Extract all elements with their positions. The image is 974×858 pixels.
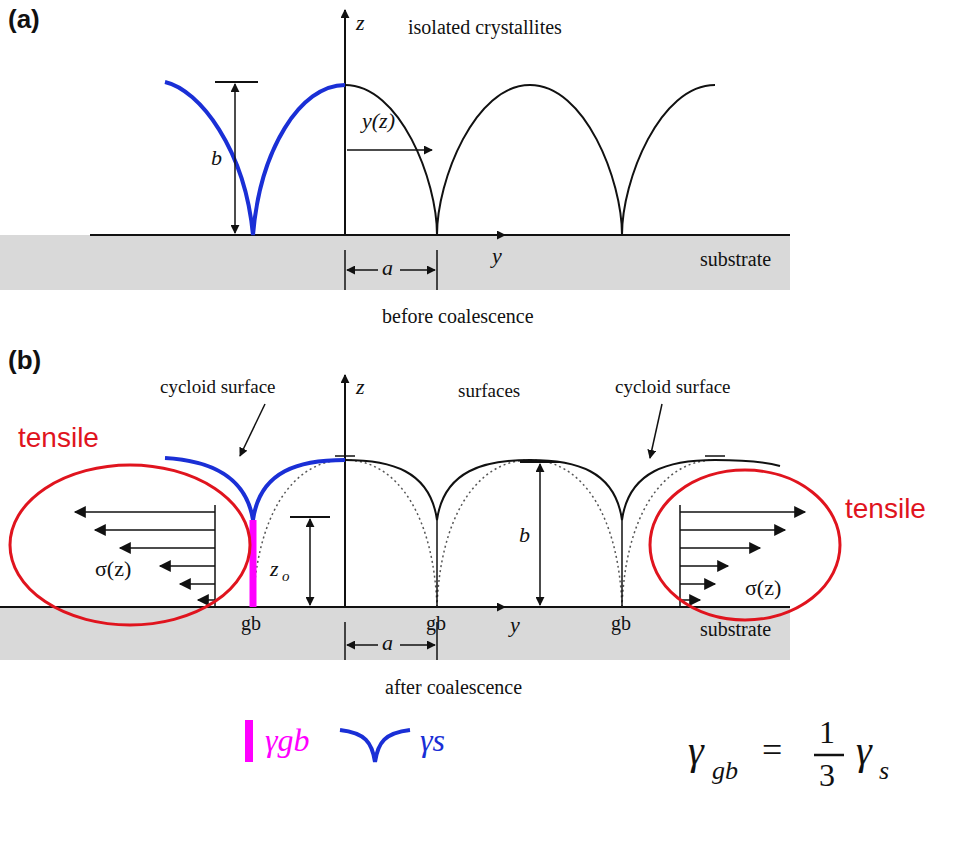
panel-label: (b) — [8, 346, 41, 376]
region-label: substrate — [700, 248, 771, 271]
boundary-label: gb — [241, 612, 261, 635]
axis-label: y — [510, 612, 520, 637]
panel-caption: after coalescence — [385, 676, 522, 699]
boundary-label: gb — [611, 612, 631, 635]
fraction-number: 3 — [819, 757, 835, 794]
axis-label: z — [356, 374, 365, 399]
subscript: o — [282, 568, 290, 585]
stress-label: σ(z) — [745, 575, 781, 600]
panel-caption: before coalescence — [382, 305, 534, 328]
legend-text: γgb — [265, 722, 310, 759]
dimension-label: b — [519, 522, 530, 547]
part-label: surfaces — [458, 380, 520, 402]
legend-swatch — [245, 720, 253, 762]
equation-symbol: γ — [688, 728, 704, 774]
part-label: cycloid surface — [160, 376, 276, 398]
subscript: s — [879, 756, 889, 786]
subscript: gb — [712, 756, 738, 786]
panel-label: (a) — [8, 5, 40, 35]
stress-note: tensile — [845, 493, 926, 525]
part-label: cycloid surface — [615, 376, 731, 398]
dimension-label: a — [382, 630, 393, 655]
legend-text: γs — [420, 722, 445, 759]
fraction-number: 1 — [819, 714, 835, 751]
region-label: substrate — [700, 618, 771, 641]
dimension-label: y(z) — [362, 108, 395, 133]
equation-symbol: γ — [856, 728, 872, 774]
panel-note: isolated crystallites — [408, 16, 562, 39]
boundary-label: gb — [426, 612, 446, 635]
dimension-label: z — [270, 556, 279, 581]
axis-label: z — [356, 10, 365, 35]
stress-note: tensile — [18, 422, 99, 454]
dimension-label: a — [382, 255, 393, 280]
equation-sign: = — [762, 730, 782, 771]
stress-label: σ(z) — [95, 556, 131, 581]
axis-label: y — [492, 243, 502, 268]
dimension-label: b — [211, 145, 222, 170]
